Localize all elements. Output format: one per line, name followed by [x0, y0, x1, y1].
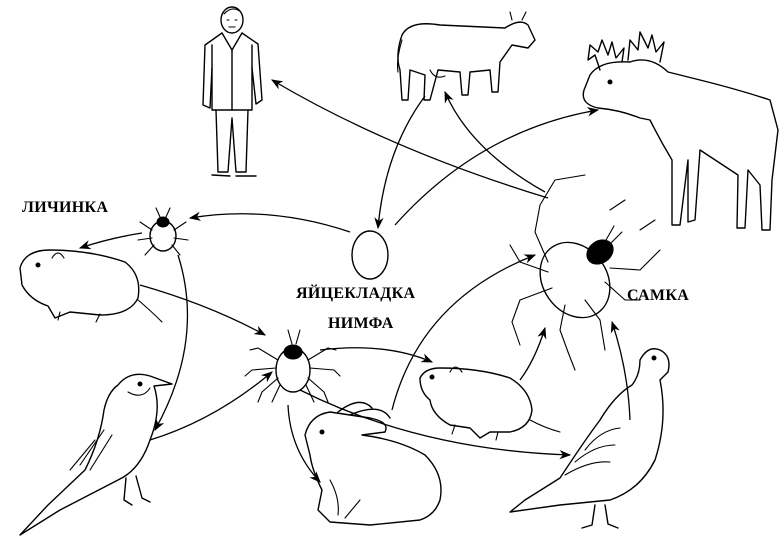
- nymph-tick: [245, 330, 340, 402]
- egg-cluster: [352, 231, 388, 279]
- man-host: [203, 7, 262, 176]
- arrow-nymph-to-hare: [288, 405, 320, 482]
- female-tick: [510, 175, 660, 370]
- larva-tick: [138, 208, 188, 255]
- moose-host: [583, 32, 778, 230]
- arrow-larva-to-bird: [155, 255, 187, 430]
- label-female: САМКА: [627, 287, 689, 305]
- arrow-grouse-to-female: [612, 322, 630, 420]
- arrow-nymph-hosts-to-female: [392, 255, 535, 410]
- grouse-host: [510, 349, 669, 528]
- arrow-female-to-moose: [395, 110, 598, 225]
- arrow-eggs-to-larva: [190, 214, 350, 232]
- label-nymph: НИМФА: [328, 315, 394, 333]
- cow-host: [398, 12, 536, 100]
- mouse-host: [20, 250, 162, 322]
- label-eggs: ЯЙЦЕКЛАДКА: [296, 285, 415, 303]
- songbird-host: [20, 374, 172, 535]
- arrow-cow-to-eggs: [378, 96, 425, 228]
- arrow-larva-to-mouse: [80, 233, 142, 248]
- vole-host: [420, 367, 560, 440]
- arrow-nymph-to-vole: [320, 348, 432, 362]
- arrow-mouse-to-nymph: [140, 285, 265, 335]
- label-larva: ЛИЧИНКА: [22, 199, 108, 217]
- arrow-female-to-cow: [445, 92, 545, 192]
- arrow-vole-to-female: [520, 328, 545, 380]
